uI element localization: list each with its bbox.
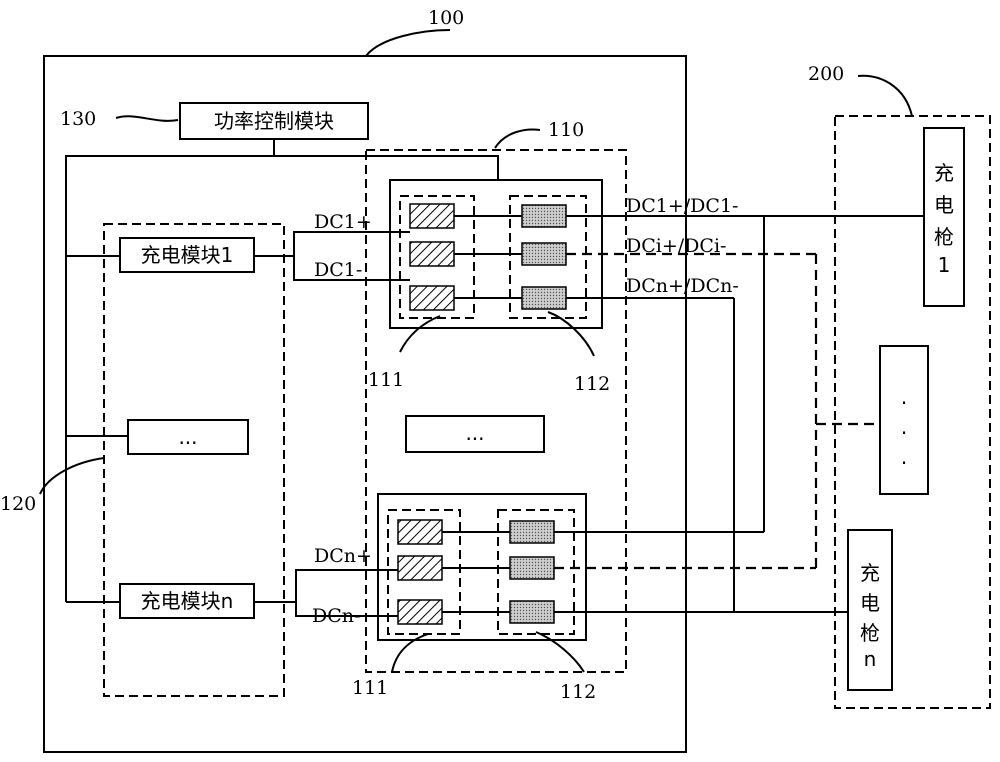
charging-module-n-label: 充电模块n: [141, 589, 234, 613]
contactor-bottom-3: [509, 600, 555, 624]
label-110: 110: [548, 119, 584, 141]
gun-1-box: [923, 127, 965, 307]
label-112-top: 112: [574, 373, 610, 395]
gun-mid-dot-1: ·: [901, 391, 907, 415]
leader-100: [365, 29, 451, 57]
relay-top-3: [409, 285, 455, 311]
leader-111-bottom: [391, 633, 429, 673]
dc1-plus-line: [254, 231, 410, 257]
matrix-mid-label: ...: [465, 421, 484, 445]
station-frame: [43, 55, 687, 753]
contactor-top-2: [521, 242, 567, 266]
relay-group-bottom-frame: [387, 509, 461, 635]
dcn-minus-label: DCn-: [312, 605, 360, 627]
leader-200: [857, 74, 913, 117]
leader-112-top: [547, 311, 595, 357]
charging-module-1-box: [119, 237, 255, 273]
power-control-box: [179, 102, 369, 140]
dc1-minus-label: DC1-: [314, 259, 362, 281]
control-bus-right: [273, 139, 499, 180]
label-120: 120: [0, 493, 36, 515]
gun-1-char-4: 1: [938, 253, 951, 277]
gun-n-char-1: 充: [860, 561, 880, 585]
gun-n-char-2: 电: [860, 591, 880, 615]
gun-mid-dot-2: ·: [901, 421, 907, 445]
gun-group-frame: [834, 115, 991, 709]
charging-module-mid-label: ...: [178, 425, 197, 449]
charging-module-mid-box: [127, 419, 249, 455]
switch-matrix-frame: [365, 149, 627, 673]
charging-module-1-label: 充电模块1: [141, 243, 234, 267]
label-100: 100: [428, 7, 464, 29]
gun-n-box: [847, 529, 893, 691]
contactor-bottom-1: [509, 520, 555, 544]
gun-1-char-3: 枪: [934, 225, 954, 249]
dc1-minus-line: [293, 256, 410, 281]
label-200: 200: [808, 63, 844, 85]
label-111-top: 111: [368, 369, 404, 391]
gun-mid-box: [879, 345, 929, 495]
gun-mid-dot-3: ·: [901, 451, 907, 475]
leader-120: [39, 457, 105, 495]
gun-n-char-3: 枪: [860, 621, 880, 645]
leader-110: [494, 128, 541, 149]
dc1-plus-label: DC1+: [314, 211, 372, 233]
contactor-group-bottom-frame: [497, 509, 575, 635]
label-112-bottom: 112: [560, 681, 596, 703]
leader-111-top: [399, 315, 441, 353]
module-group-frame: [103, 223, 285, 697]
relay-bottom-3: [397, 599, 443, 625]
contactor-top-3: [521, 286, 567, 310]
label-130: 130: [60, 108, 96, 130]
matrix-mid-box: [405, 415, 545, 453]
contactor-top-1: [521, 204, 567, 228]
dcn-plus-label: DCn+: [314, 545, 372, 567]
out-n-label: DCn+/DCn-: [626, 275, 739, 297]
relay-bottom-1: [397, 519, 443, 545]
power-control-label: 功率控制模块: [214, 109, 334, 133]
out-1-label: DC1+/DC1-: [626, 195, 738, 217]
relay-top-2: [409, 241, 455, 267]
gun-n-char-4: n: [864, 647, 877, 671]
dcn-minus-line: [295, 602, 398, 617]
gun-1-char-2: 电: [934, 193, 954, 217]
contactor-bottom-2: [509, 556, 555, 580]
control-bus-left: [65, 155, 274, 602]
gun-1-char-1: 充: [934, 161, 954, 185]
leader-112-bottom: [535, 631, 585, 673]
relay-top-1: [409, 203, 455, 229]
dcn-plus-line: [254, 569, 398, 603]
leader-130: [115, 115, 179, 122]
relay-bottom-2: [397, 555, 443, 581]
out-i-label: DCi+/DCi-: [626, 235, 726, 257]
label-111-bottom: 111: [352, 677, 388, 699]
